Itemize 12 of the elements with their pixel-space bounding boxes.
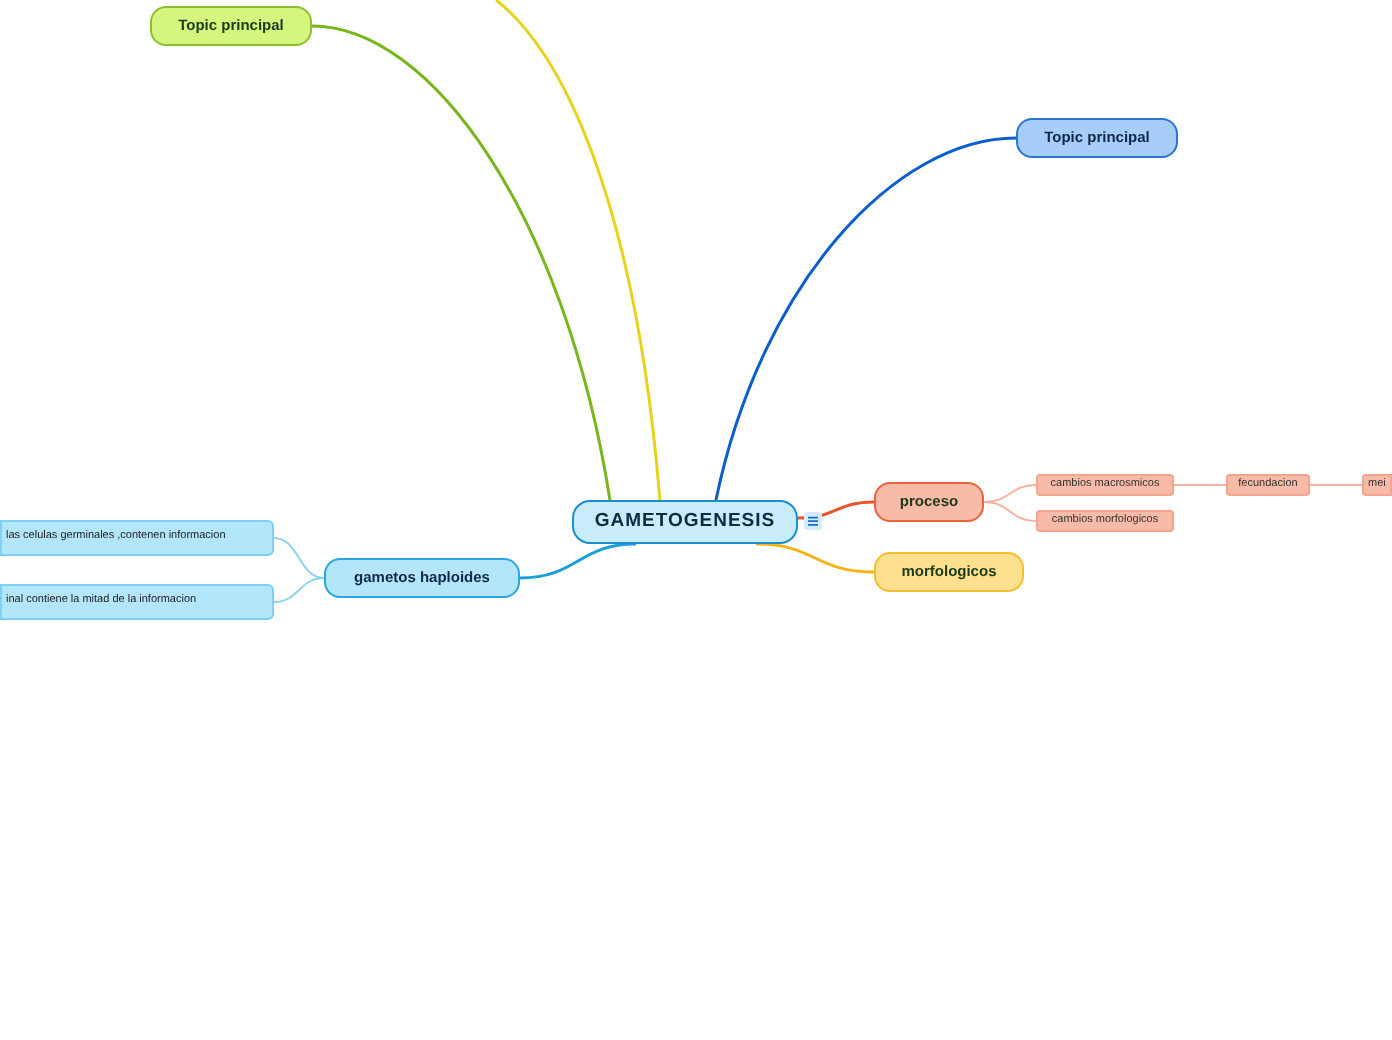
connector-line [983, 501, 1037, 522]
connector-line [1173, 484, 1227, 486]
connector-line [495, 0, 662, 501]
connector-line [755, 542, 875, 574]
connector-line [714, 136, 1017, 501]
connector-line [519, 542, 637, 580]
connector-line [797, 500, 875, 520]
connector-line [273, 537, 325, 579]
topic-box: GAMETOGENESIS [572, 500, 798, 544]
connector-line [1309, 484, 1363, 486]
connector-line [273, 577, 325, 603]
connector-line [311, 24, 612, 501]
